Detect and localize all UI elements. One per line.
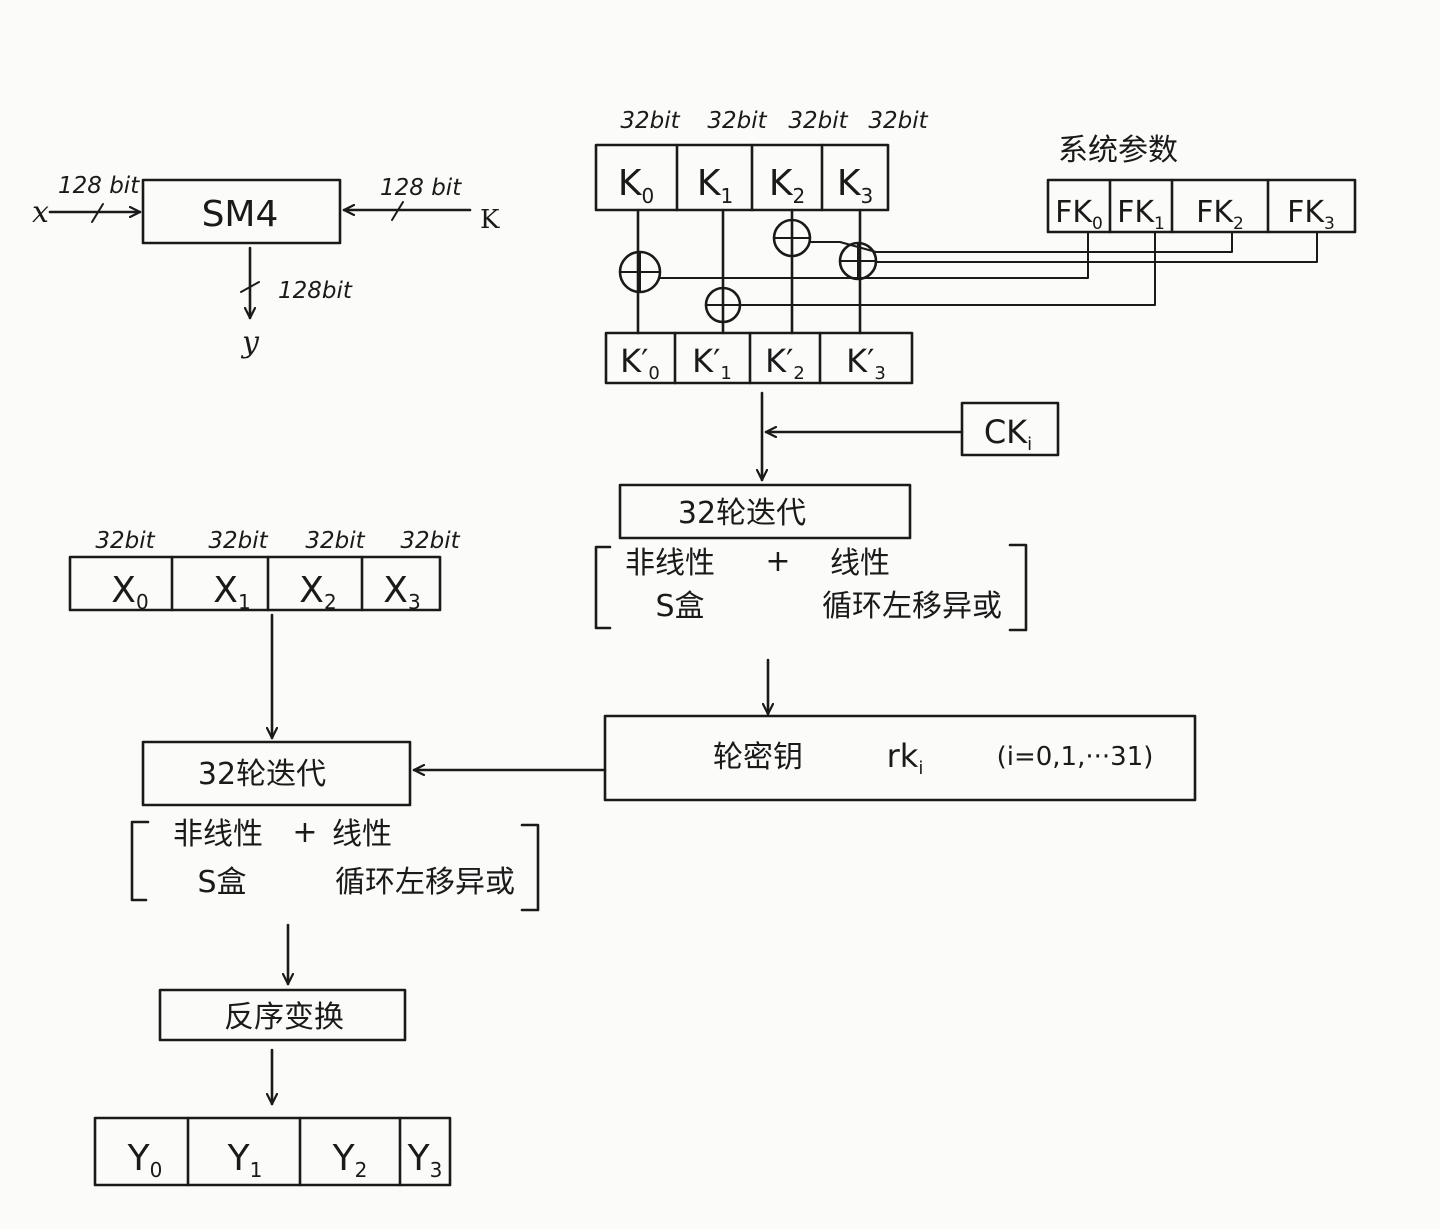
input-x-label: x [32,195,49,230]
y-cell-label: Y0 [127,1138,163,1182]
x-cell-label: X0 [111,570,148,614]
y-register [93,1116,452,1187]
x-cell-label: X2 [299,570,336,614]
reverse-box [158,988,407,1042]
system-params-title: 系统参数 [1058,133,1178,168]
round-key-range: (i=0,1,···31) [997,742,1154,772]
enc-round-fn-shift: 循环左移异或 [335,865,515,900]
key-schedule: 32bit 32bit 32bit 32bit K0 K1 K2 K3 系统参数… [412,108,1357,802]
xor-k2 [772,218,812,258]
key-bit-label: 32bit [788,108,848,134]
fk-cell-label: FK3 [1287,195,1335,234]
y-cell-label: Y2 [332,1138,368,1182]
key-round-fn-sbox: S盒 [655,589,704,624]
xor-k1 [704,286,742,324]
enc-round-fn-nonlinear: 非线性 [173,817,263,852]
key-round-fn-right-bracket [1008,543,1028,632]
encryption-path: 32bit 32bit 32bit 32bit X0 X1 X2 X3 32轮迭… [68,528,540,1187]
ck-box [960,401,1060,457]
round-key-symbol: rki [887,737,924,779]
key-rounds-label: 32轮迭代 [678,496,806,531]
round-key-box [603,714,1197,802]
x-bit-label: 32bit [95,528,155,554]
enc-rounds-box [141,740,412,807]
key-rounds-box [618,483,912,540]
k-cell-label: K0 [618,163,654,208]
xor-k0 [618,250,662,294]
ck-label: CKi [984,413,1032,455]
enc-round-fn-linear: 线性 [332,817,392,852]
xor-k3 [838,241,878,281]
kprime-cell-label: K′0 [620,342,660,384]
key-bit-label: 32bit [707,108,767,134]
round-key-label: 轮密钥 [713,740,803,775]
key-bit-label: 32bit [620,108,680,134]
reverse-label: 反序变换 [224,1000,344,1035]
fk2-feed-line [809,231,1233,253]
y-cell-label: Y1 [227,1138,263,1182]
x-bit-label: 32bit [208,528,268,554]
kprime-cell-label: K′3 [846,342,886,384]
input-bits-label: 128 bit [58,173,140,199]
output-bus-slash [240,281,260,293]
sm4-box-label: SM4 [202,194,279,235]
k-cell-label: K3 [837,163,873,208]
key-round-fn-linear: 线性 [830,546,890,581]
k-register [594,143,890,212]
key-bit-label: 32bit [868,108,928,134]
fk0-feed-line [659,231,1089,279]
k-cell-label: K2 [769,163,805,208]
kprime-register [604,331,914,385]
fk-cell-label: FK2 [1196,195,1244,234]
y-cell-label: Y3 [407,1138,443,1182]
x-cell-label: X1 [213,570,250,614]
key-round-fn-nonlinear: 非线性 [625,546,715,581]
x-register [68,555,442,612]
x-bit-label: 32bit [400,528,460,554]
key-bus-slash [391,201,404,221]
enc-round-fn-left-bracket [130,820,150,902]
key-round-fn-left-bracket [594,545,612,630]
x-bit-label: 32bit [305,528,365,554]
enc-round-fn-plus: + [292,815,317,850]
enc-round-fn-sbox: S盒 [197,865,246,900]
fk-register [1046,178,1357,234]
k-cell-label: K1 [697,163,733,208]
output-y-label: y [240,325,260,360]
key-round-fn-plus: + [765,544,790,579]
fk3-feed-line [875,231,1318,263]
kprime-cell-label: K′1 [692,342,732,384]
sm4-overview: x 128 bit SM4 128 bit K 128bit y [32,173,500,360]
fk-cell-label: FK1 [1117,195,1165,234]
enc-rounds-label: 32轮迭代 [198,757,326,792]
input-bus-slash [91,203,104,223]
key-bits-label: 128 bit [380,175,462,201]
fk1-feed-line [739,231,1156,306]
output-bits-label: 128bit [278,278,353,304]
kprime-cell-label: K′2 [765,342,805,384]
fk-cell-label: FK0 [1055,195,1103,234]
enc-round-fn-right-bracket [520,823,540,912]
key-k-label: K [480,205,500,235]
key-round-fn-shift: 循环左移异或 [822,589,1002,624]
x-cell-label: X3 [383,570,420,614]
sm4-box [141,178,342,245]
